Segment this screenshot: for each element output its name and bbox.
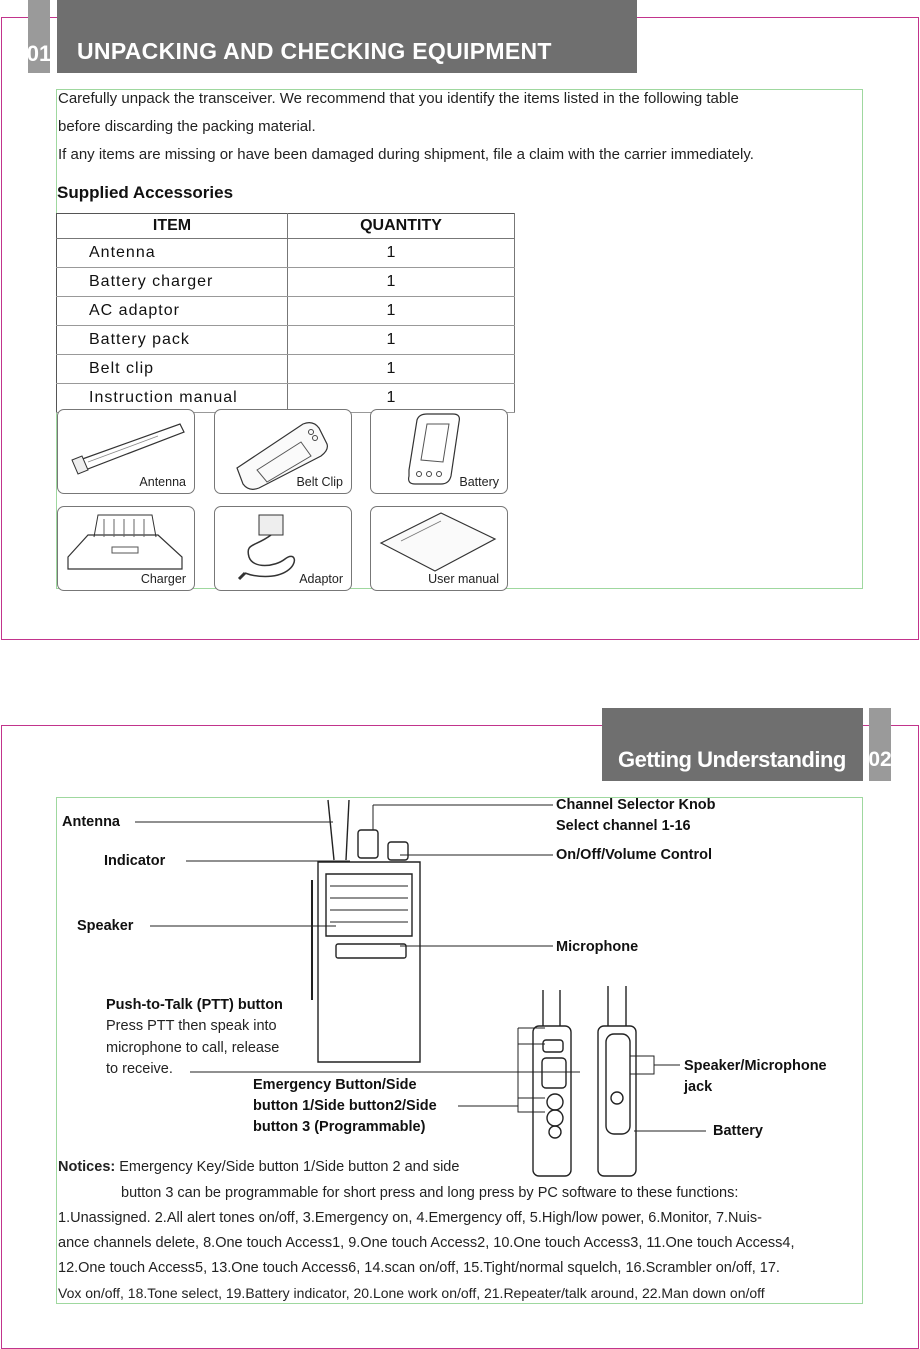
table-row: Antenna 1 xyxy=(56,238,515,268)
column-header-quantity: QUANTITY xyxy=(287,213,515,239)
section-number-tab: 01 xyxy=(27,0,51,73)
charger-photo: Charger xyxy=(57,506,195,591)
notices-line-6: Vox on/off, 18.Tone select, 19.Battery i… xyxy=(58,1285,765,1301)
table-header-row: ITEM QUANTITY xyxy=(56,213,515,239)
battery-drawing xyxy=(408,413,460,485)
antenna-photo: Antenna xyxy=(57,409,195,494)
notices-line-5: 12.One touch Access5, 13.One touch Acces… xyxy=(58,1260,780,1276)
photo-label: Adaptor xyxy=(299,572,343,586)
ptt-desc-1: Press PTT then speak into xyxy=(106,1018,277,1034)
adaptor-drawing xyxy=(237,514,296,581)
charger-drawing xyxy=(67,514,183,570)
intro-line-3: If any items are missing or have been da… xyxy=(58,146,754,163)
intro-line-2: before discarding the packing material. xyxy=(58,118,316,135)
emergency-callout-1: Emergency Button/Side xyxy=(253,1077,417,1093)
microphone-callout: Microphone xyxy=(556,939,639,955)
battery-callout: Battery xyxy=(713,1123,763,1139)
section-number-tab-2: 02 xyxy=(868,708,892,781)
quantity-cell: 1 xyxy=(287,354,515,384)
photo-label: Belt Clip xyxy=(296,475,343,489)
user-manual-photo: User manual xyxy=(370,506,508,591)
table-row: Instruction manual 1 xyxy=(56,383,515,413)
intro-line-1: Carefully unpack the transceiver. We rec… xyxy=(58,90,739,107)
quantity-cell: 1 xyxy=(287,325,515,355)
channel-knob-callout-1: Channel Selector Knob xyxy=(556,797,716,813)
quantity-cell: 1 xyxy=(287,238,515,268)
antenna-drawing xyxy=(71,423,185,475)
ptt-desc-3: to receive. xyxy=(106,1061,173,1077)
accessories-table: ITEM QUANTITY Antenna 1 Battery charger … xyxy=(56,213,515,413)
indicator-callout: Indicator xyxy=(104,853,166,869)
quantity-cell: 1 xyxy=(287,296,515,326)
item-cell: AC adaptor xyxy=(56,296,288,326)
item-cell: Instruction manual xyxy=(56,383,288,413)
notices-text: Emergency Key/Side button 1/Side button … xyxy=(115,1159,460,1175)
ptt-title: Push-to-Talk (PTT) button xyxy=(106,997,283,1013)
channel-knob-callout-2: Select channel 1-16 xyxy=(556,818,691,834)
speaker-callout: Speaker xyxy=(77,918,134,934)
section-title: UNPACKING AND CHECKING EQUIPMENT xyxy=(57,0,637,73)
emergency-callout-2: button 1/Side button2/Side xyxy=(253,1098,437,1114)
item-cell: Belt clip xyxy=(56,354,288,384)
notices-line-4: ance channels delete, 8.One touch Access… xyxy=(58,1235,795,1251)
ptt-desc-2: microphone to call, release xyxy=(106,1040,280,1056)
quantity-cell: 1 xyxy=(287,267,515,297)
notices-line-2: button 3 can be programmable for short p… xyxy=(121,1185,739,1201)
belt-clip-drawing xyxy=(236,422,328,490)
table-row: AC adaptor 1 xyxy=(56,296,515,326)
photo-label: Antenna xyxy=(139,475,186,489)
emergency-callout-3: button 3 (Programmable) xyxy=(253,1119,426,1135)
antenna-callout: Antenna xyxy=(62,814,120,830)
page-2-content-guide xyxy=(56,797,863,1304)
user-manual-drawing xyxy=(379,512,497,572)
notices-line-3: 1.Unassigned. 2.All alert tones on/off, … xyxy=(58,1210,762,1226)
item-cell: Battery charger xyxy=(56,267,288,297)
photo-label: User manual xyxy=(428,572,499,586)
table-row: Battery charger 1 xyxy=(56,267,515,297)
jack-callout-2: jack xyxy=(684,1079,713,1095)
table-row: Belt clip 1 xyxy=(56,354,515,384)
battery-photo: Battery xyxy=(370,409,508,494)
notices-label: Notices: xyxy=(58,1159,116,1175)
belt-clip-photo: Belt Clip xyxy=(214,409,352,494)
accessories-heading: Supplied Accessories xyxy=(57,183,234,202)
section-title-2: Getting Understanding xyxy=(602,708,863,781)
notices-line-1: Notices: Emergency Key/Side button 1/Sid… xyxy=(58,1159,459,1175)
photo-label: Charger xyxy=(140,572,186,586)
item-cell: Antenna xyxy=(56,238,288,268)
item-cell: Battery pack xyxy=(56,325,288,355)
photo-label: Battery xyxy=(459,475,499,489)
table-row: Battery pack 1 xyxy=(56,325,515,355)
volume-callout: On/Off/Volume Control xyxy=(556,847,712,863)
adaptor-photo: Adaptor xyxy=(214,506,352,591)
jack-callout-1: Speaker/Microphone xyxy=(684,1058,827,1074)
column-header-item: ITEM xyxy=(56,213,288,239)
